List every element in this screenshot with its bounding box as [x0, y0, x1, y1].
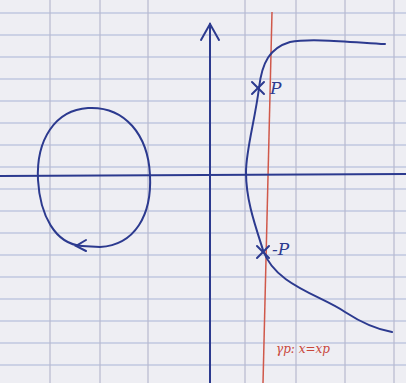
paper-columns: [50, 0, 394, 383]
closed-loop: [38, 108, 150, 251]
axes: [0, 24, 406, 383]
point-label: -P: [272, 241, 289, 258]
line-equation: γp: x=xp: [276, 343, 330, 355]
curve: [246, 40, 392, 332]
point-marks: [252, 82, 269, 258]
point-label: P: [270, 80, 281, 97]
